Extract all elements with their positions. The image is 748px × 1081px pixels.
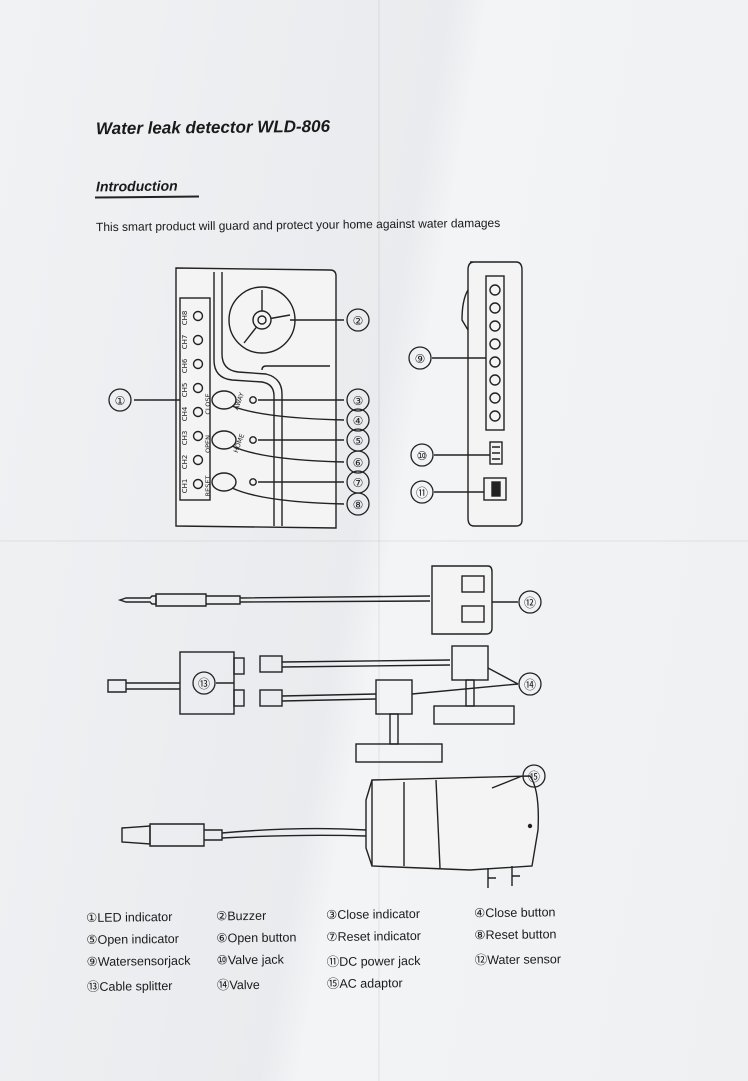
legend-item-4: ④Close button — [473, 905, 556, 921]
led-ch1 — [192, 478, 204, 490]
valve-1 — [433, 645, 515, 725]
legend-item-13: ⑬Cable splitter — [86, 978, 173, 994]
callout-5: ⑤ — [353, 434, 364, 448]
callout-3: ③ — [353, 394, 364, 408]
legend-item-1: ①LED indicator — [86, 909, 173, 925]
label-open: OPEN — [204, 435, 212, 453]
callout-11: ⑪ — [416, 486, 428, 500]
ac-adaptor — [121, 775, 540, 888]
legend-item-3: ③Close indicator — [325, 906, 421, 923]
led-ch7 — [192, 334, 204, 346]
close-indicator — [249, 396, 257, 404]
legend-item-10: ⑩Valve jack — [216, 952, 284, 968]
paper-fold-vertical — [378, 0, 380, 1081]
channel-label-ch8: CH8 — [181, 311, 189, 326]
close-button[interactable] — [211, 390, 237, 410]
label-reset: RESET — [204, 476, 212, 497]
callout-7: ⑦ — [353, 476, 364, 490]
control-panel: CH8 CH7 CH6 CH5 CH4 CH3 CH2 CH1 CLOSE AW… — [175, 267, 337, 529]
channel-label-ch1: CH1 — [181, 479, 189, 494]
channel-label-ch2: CH2 — [181, 455, 189, 470]
reset-button[interactable] — [211, 472, 237, 492]
water-sensor — [117, 565, 493, 635]
reset-indicator — [249, 478, 257, 486]
legend-item-8: ⑧Reset button — [474, 927, 557, 943]
callout-13: ⑬ — [198, 677, 210, 691]
parts-legend: ①LED indicator ②Buzzer ③Close indicator … — [86, 904, 587, 1000]
legend-item-5: ⑤Open indicator — [86, 931, 179, 947]
open-button[interactable] — [211, 430, 237, 450]
legend-item-9: ⑨Watersensorjack — [86, 953, 191, 969]
callout-15: ⑮ — [528, 770, 540, 784]
channel-label-ch5: CH5 — [181, 383, 189, 398]
water-sensor-jacks — [485, 275, 505, 431]
channel-label-ch7: CH7 — [181, 335, 189, 350]
legend-item-15: ⑮AC adaptor — [326, 976, 403, 992]
legend-item-2: ②Buzzer — [216, 908, 267, 924]
legend-item-11: ⑪DC power jack — [326, 953, 421, 970]
led-ch5 — [192, 382, 204, 394]
callout-4: ④ — [353, 414, 364, 428]
led-ch3 — [192, 430, 204, 442]
open-indicator — [249, 436, 257, 444]
legend-item-7: ⑦Reset indicator — [326, 928, 422, 945]
legend-item-14: ⑭Valve — [216, 977, 260, 993]
valve-2 — [355, 679, 443, 763]
callout-1: ① — [115, 394, 126, 408]
channel-labels: CH8 CH7 CH6 CH5 CH4 CH3 CH2 CH1 — [181, 311, 189, 494]
callout-10: ⑩ — [417, 449, 428, 463]
callout-leaders — [134, 319, 523, 789]
channel-label-ch6: CH6 — [181, 358, 189, 373]
led-strip — [179, 297, 211, 501]
callout-8: ⑧ — [353, 498, 364, 512]
valve-jack — [489, 441, 503, 465]
channel-label-ch3: CH3 — [181, 431, 189, 446]
callout-9: ⑨ — [415, 352, 426, 366]
legend-item-6: ⑥Open button — [216, 930, 297, 946]
dc-power-jack — [483, 477, 507, 501]
callout-6: ⑥ — [353, 456, 364, 470]
callout-markers: ① ② ③ ④ ⑤ ⑥ ⑦ ⑧ ⑨ ⑩ ⑪ ⑫ ⑬ ⑭ ⑮ — [108, 308, 546, 788]
callout-2: ② — [353, 314, 364, 328]
callout-14: ⑭ — [524, 678, 536, 692]
side-panel — [461, 261, 523, 527]
label-close: CLOSE — [204, 393, 212, 414]
channel-label-ch4: CH4 — [181, 406, 189, 421]
led-ch2 — [192, 454, 204, 466]
led-ch6 — [192, 358, 204, 370]
led-ch4 — [192, 406, 204, 418]
legend-item-12: ⑫Water sensor — [474, 952, 562, 968]
led-indicators — [192, 310, 204, 490]
led-ch8 — [192, 310, 204, 322]
callout-12: ⑫ — [524, 596, 536, 610]
valve-connectors — [259, 655, 451, 707]
